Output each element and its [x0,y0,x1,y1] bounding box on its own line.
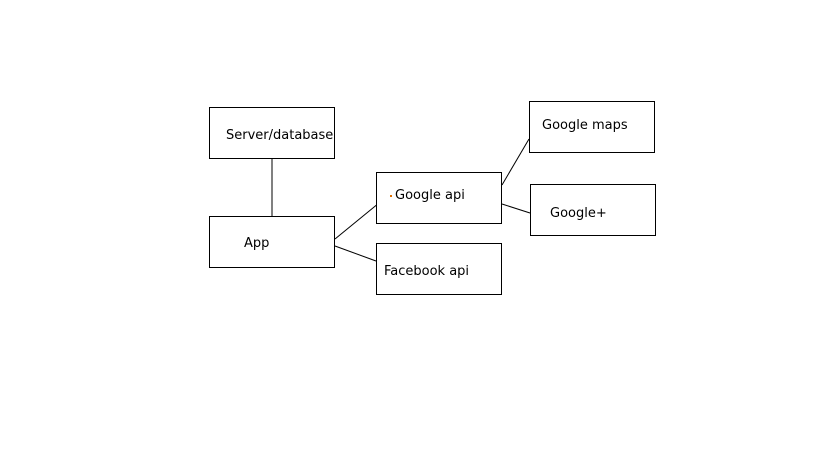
edge-app-facebook-api [334,245,377,262]
google-plus-label: Google+ [550,206,607,221]
server-database-label: Server/database [226,128,334,143]
facebook-api-box: Facebook api [376,243,502,295]
edge-google-api-google-maps [501,138,530,186]
google-maps-box: Google maps [529,101,655,153]
google-api-label: Google api [395,188,465,203]
app-box: App [209,216,335,268]
edge-google-api-google-plus [501,203,531,214]
server-database-box: Server/database [209,107,335,159]
app-label: App [244,236,270,251]
google-maps-label: Google maps [542,118,628,133]
text-cursor-mark [390,195,392,197]
edge-app-google-api [334,202,380,240]
google-plus-box: Google+ [530,184,656,236]
facebook-api-label: Facebook api [384,264,470,279]
google-api-box: Google api [376,172,502,224]
